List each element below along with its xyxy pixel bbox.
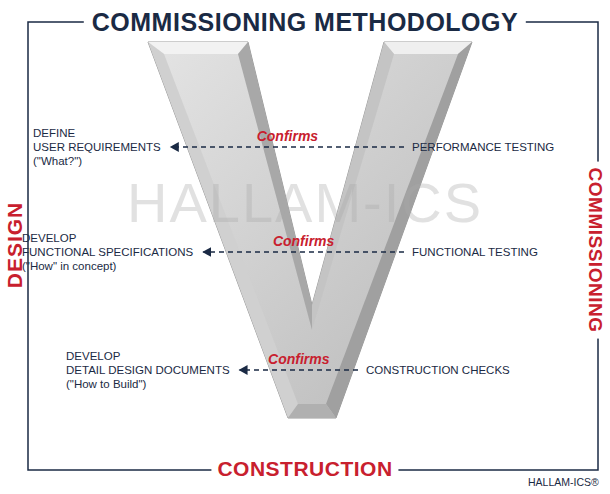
v-bevel bbox=[384, 42, 472, 54]
phase-text-node: FUNCTIONAL TESTING bbox=[412, 245, 538, 259]
confirm-arrow bbox=[240, 369, 358, 371]
edge-label: Confirms bbox=[273, 233, 334, 249]
phase-text-node: PERFORMANCE TESTING bbox=[412, 140, 554, 154]
v-bevel bbox=[148, 42, 248, 54]
node-text: DEFINE bbox=[33, 126, 161, 140]
phase-label: CONSTRUCTION bbox=[211, 457, 398, 481]
node-text: DEVELOP bbox=[66, 349, 230, 363]
phase-text-node: DEVELOPDETAIL DESIGN DOCUMENTS("How to B… bbox=[66, 349, 230, 391]
edge-label: Confirms bbox=[257, 128, 318, 144]
node-text: DEVELOP bbox=[22, 231, 193, 245]
diagram-title: COMMISSIONING METHODOLOGY bbox=[84, 8, 526, 37]
edge-label: Confirms bbox=[268, 351, 329, 367]
node-text: USER REQUIREMENTS bbox=[33, 140, 161, 154]
confirm-arrow bbox=[203, 251, 404, 253]
node-text: ("What?") bbox=[33, 154, 161, 168]
phase-text-node: CONSTRUCTION CHECKS bbox=[366, 363, 510, 377]
node-text: DETAIL DESIGN DOCUMENTS bbox=[66, 363, 230, 377]
phase-text-node: DEFINEUSER REQUIREMENTS("What?") bbox=[33, 126, 161, 168]
node-text: PERFORMANCE TESTING bbox=[412, 140, 554, 154]
node-text: FUNCTIONAL SPECIFICATIONS bbox=[22, 245, 193, 259]
watermark: HALLAM-ICS bbox=[127, 170, 483, 235]
phase-text-node: DEVELOPFUNCTIONAL SPECIFICATIONS("How" i… bbox=[22, 231, 193, 273]
phase-label: DESIGN bbox=[3, 196, 27, 295]
node-text: ("How" in concept) bbox=[22, 259, 193, 273]
confirm-arrow bbox=[171, 146, 404, 148]
node-text: ("How to Build") bbox=[66, 377, 230, 391]
v-bevel bbox=[288, 404, 336, 418]
node-text: CONSTRUCTION CHECKS bbox=[366, 363, 510, 377]
node-text: FUNCTIONAL TESTING bbox=[412, 245, 538, 259]
copyright-mark: HALLAM-ICS® bbox=[528, 476, 599, 488]
phase-label: COMMISSIONING bbox=[584, 162, 606, 339]
